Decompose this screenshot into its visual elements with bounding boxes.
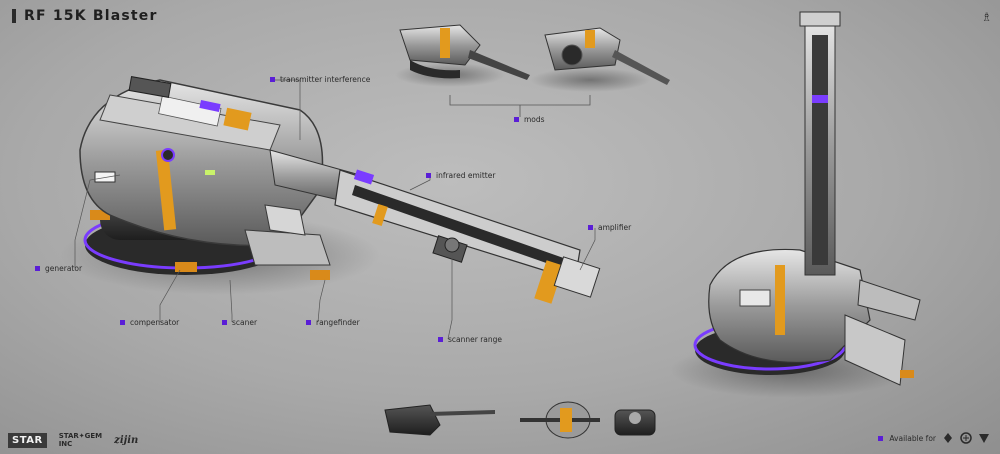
apple-icon[interactable] — [978, 432, 990, 444]
label-transmitter-interference: transmitter interference — [270, 75, 370, 84]
label-bullet — [120, 320, 125, 325]
available-for-text: Available for — [889, 433, 936, 443]
label-generator: generator — [35, 264, 82, 273]
elevated-turret — [670, 11, 921, 398]
thumbnail-front-view — [614, 409, 656, 436]
available-for: Available for — [878, 432, 990, 444]
label-mods: mods — [514, 115, 545, 124]
page-title: RF 15K Blaster — [12, 8, 158, 24]
star-logo: STAR — [8, 432, 47, 448]
chess-bishop-icon: ♗ — [981, 10, 992, 24]
label-text: transmitter interference — [280, 75, 371, 84]
label-scanner-range: scanner range — [438, 335, 502, 344]
stargem-logo-text: STAR✦GEM — [58, 432, 103, 440]
label-bullet — [306, 320, 311, 325]
label-bullet — [514, 117, 519, 122]
label-bullet — [878, 435, 884, 441]
mod-turret-2 — [530, 27, 670, 92]
label-bullet — [588, 225, 593, 230]
label-text: compensator — [130, 318, 180, 327]
android-icon[interactable] — [942, 432, 954, 444]
label-bullet — [35, 266, 40, 271]
label-bullet — [438, 337, 443, 342]
label-bullet — [426, 173, 431, 178]
label-text: rangefinder — [316, 318, 360, 327]
title-text: RF 15K Blaster — [24, 8, 158, 24]
zijin-logo: zijin — [114, 434, 139, 446]
label-text: infrared emitter — [436, 171, 496, 180]
label-amplifier: amplifier — [588, 223, 631, 232]
thumbnail-top-view — [520, 401, 600, 439]
label-scaner: scaner — [222, 318, 257, 327]
main-turret — [60, 76, 601, 304]
label-rangefinder: rangefinder — [306, 318, 360, 327]
label-text: scanner range — [448, 335, 503, 344]
label-infrared-emitter: infrared emitter — [426, 171, 495, 180]
label-text: scaner — [232, 318, 258, 327]
label-text: generator — [45, 264, 83, 273]
leader-lines — [74, 79, 596, 340]
label-bullet — [270, 77, 275, 82]
thumbnail-side-view — [384, 404, 495, 436]
label-text: mods — [524, 115, 545, 124]
label-text: amplifier — [598, 223, 632, 232]
stargem-logo-sub: INC — [58, 440, 73, 448]
title-accent-bar — [12, 9, 16, 23]
windows-icon[interactable] — [960, 432, 972, 444]
footer-logos: STAR STAR✦GEM INC zijin — [8, 432, 138, 448]
label-compensator: compensator — [120, 318, 179, 327]
mod-turret-1 — [395, 24, 530, 87]
stargem-logo: STAR✦GEM INC — [59, 432, 102, 448]
label-bullet — [222, 320, 227, 325]
